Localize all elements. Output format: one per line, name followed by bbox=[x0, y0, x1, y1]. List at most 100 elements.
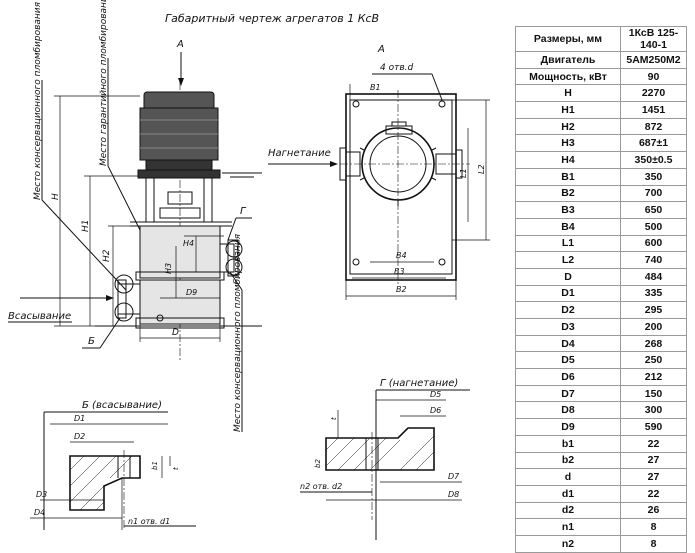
row-value-cell: 5АМ250М2 bbox=[620, 51, 687, 69]
dim-D6: D6 bbox=[430, 406, 441, 415]
row-label-cell: b2 bbox=[515, 451, 621, 470]
row-value-cell: 300 bbox=[620, 401, 687, 420]
row-value-cell: 687±1 bbox=[620, 134, 687, 153]
section-g: Г (нагнетание) D5 D6 t b2 D7 D8 n2 отв. … bbox=[300, 378, 470, 540]
pump-body bbox=[139, 225, 221, 279]
drawing-title: Габаритный чертеж агрегатов 1 КсВ bbox=[165, 12, 379, 25]
row-value-cell: 350±0.5 bbox=[620, 151, 687, 169]
dim-D1: D1 bbox=[74, 414, 85, 423]
row-value-cell: 500 bbox=[620, 217, 687, 236]
row-label-cell: L1 bbox=[515, 234, 621, 253]
row-value-cell: 250 bbox=[620, 351, 687, 370]
dim-B3: B3 bbox=[394, 267, 405, 276]
dim-B1: B1 bbox=[370, 83, 381, 92]
dim-H: H bbox=[51, 193, 61, 200]
dim-D2: D2 bbox=[74, 432, 85, 441]
hole-callout: 4 отв.d bbox=[380, 63, 414, 73]
row-label-cell: H bbox=[515, 84, 621, 103]
row-value-cell: 22 bbox=[620, 484, 687, 503]
row-value-cell: 335 bbox=[620, 284, 687, 303]
suction-flange-profile bbox=[69, 455, 141, 511]
row-value-cell: 26 bbox=[620, 501, 687, 520]
row-label-cell: D9 bbox=[515, 418, 621, 436]
row-label-cell: B4 bbox=[515, 217, 621, 236]
row-value-cell: 590 bbox=[620, 418, 687, 436]
holes-n1-label: n1 отв. d1 bbox=[128, 517, 170, 526]
table-header-row: Размеры, мм 1КсВ 125-140-1 bbox=[515, 26, 687, 52]
dim-t-g: t bbox=[330, 417, 338, 420]
dimensional-drawing: Габаритный чертеж агрегатов 1 КсВ А bbox=[8, 0, 490, 540]
row-label-cell: D4 bbox=[515, 334, 621, 353]
dim-L2: L2 bbox=[477, 164, 486, 174]
row-label-cell: D8 bbox=[515, 401, 621, 420]
header-value-cell: 1КсВ 125-140-1 bbox=[620, 26, 687, 52]
row-value-cell: 200 bbox=[620, 318, 687, 336]
front-view: А bbox=[8, 0, 262, 432]
row-label-cell: D6 bbox=[515, 368, 621, 386]
dim-t-b: t bbox=[172, 467, 180, 470]
dim-H4: H4 bbox=[183, 239, 194, 248]
row-value-cell: 700 bbox=[620, 184, 687, 203]
suction-label: Всасывание bbox=[8, 311, 71, 322]
row-value-cell: 268 bbox=[620, 334, 687, 353]
dim-H1: H1 bbox=[81, 220, 91, 233]
row-value-cell: 484 bbox=[620, 267, 687, 286]
dim-D4: D4 bbox=[34, 508, 45, 517]
row-value-cell: 90 bbox=[620, 67, 687, 86]
dim-b2: b2 bbox=[314, 459, 322, 468]
view-a-title: А bbox=[377, 44, 385, 55]
section-g-title: Г (нагнетание) bbox=[380, 378, 458, 389]
row-label-cell: d bbox=[515, 468, 621, 486]
row-value-cell: 872 bbox=[620, 117, 687, 136]
header-label-cell: Размеры, мм bbox=[515, 26, 621, 52]
section-b: Б (всасывание) D1 D2 b1 t D3 D4 n1 отв. … bbox=[30, 400, 196, 530]
row-label-cell: H4 bbox=[515, 151, 621, 169]
discharge-label: Нагнетание bbox=[268, 148, 331, 159]
row-label-cell: H2 bbox=[515, 117, 621, 136]
dim-B4: B4 bbox=[396, 251, 407, 260]
row-value-cell: 212 bbox=[620, 368, 687, 386]
seal-conservation-top-label: Место консервационного пломбирования bbox=[33, 1, 43, 200]
row-label-cell: D2 bbox=[515, 301, 621, 319]
seal-guarantee-label: Место гарантийного пломбирования bbox=[99, 0, 109, 166]
row-value-cell: 2270 bbox=[620, 84, 687, 103]
dim-H2: H2 bbox=[102, 249, 112, 262]
row-label-cell: n1 bbox=[515, 518, 621, 536]
view-a-arrow-label: А bbox=[176, 39, 184, 50]
base-plate bbox=[345, 93, 457, 281]
row-value-cell: 27 bbox=[620, 468, 687, 486]
row-value-cell: 650 bbox=[620, 201, 687, 219]
row-label-cell: d1 bbox=[515, 484, 621, 503]
marker-b: Б bbox=[88, 336, 95, 347]
row-label-cell: D7 bbox=[515, 384, 621, 403]
view-a: А 4 отв.d B1 Нагнет bbox=[268, 44, 490, 300]
row-label-cell: b1 bbox=[515, 434, 621, 453]
row-label-cell: Двигатель bbox=[515, 51, 621, 69]
row-label-cell: B1 bbox=[515, 167, 621, 186]
